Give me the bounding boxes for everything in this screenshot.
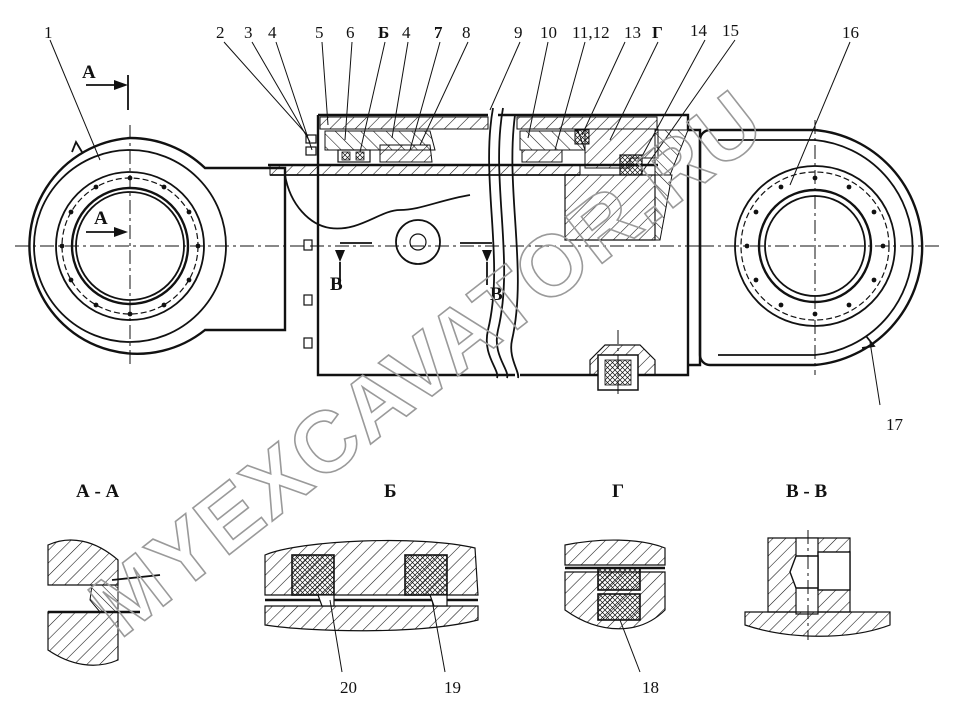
arrow-label-v-right: В xyxy=(490,284,503,305)
callout-17: 17 xyxy=(886,415,904,434)
section-vv: В - В xyxy=(744,481,891,640)
callout-9: 9 xyxy=(514,23,523,42)
callout-4a: 4 xyxy=(268,23,277,42)
section-g: Г 18 xyxy=(564,481,666,697)
left-eye xyxy=(15,125,310,365)
section-aa-title: А - А xyxy=(76,481,120,502)
arrow-label-a-mid: А xyxy=(94,208,108,229)
callout-4b: 4 xyxy=(402,23,411,42)
callout-5: 5 xyxy=(315,23,324,42)
callout-18: 18 xyxy=(642,678,659,697)
callout-15: 15 xyxy=(722,21,739,40)
callout-1: 1 xyxy=(44,23,53,42)
callout-10: 10 xyxy=(540,23,557,42)
callout-7: 7 xyxy=(434,23,443,42)
callout-labels: 1 2 3 4 5 6 Б 4 7 8 9 10 11,12 13 Г 14 1… xyxy=(44,21,904,434)
callout-14: 14 xyxy=(690,21,708,40)
arrow-label-v-left: В xyxy=(330,274,343,295)
callout-b: Б xyxy=(378,23,389,42)
right-eye xyxy=(688,120,940,375)
leader-lines xyxy=(49,39,881,406)
section-g-title: Г xyxy=(612,481,624,502)
callout-6: 6 xyxy=(346,23,355,42)
callout-11-12: 11,12 xyxy=(572,23,610,42)
section-b-title: Б xyxy=(384,481,397,502)
arrow-label-a-top: А xyxy=(82,62,96,83)
view-arrow-a xyxy=(86,75,129,237)
callout-3: 3 xyxy=(244,23,253,42)
callout-8: 8 xyxy=(462,23,471,42)
section-vv-title: В - В xyxy=(786,481,828,502)
right-eye-bolts xyxy=(744,175,886,317)
cylinder-body xyxy=(268,107,700,398)
callout-13: 13 xyxy=(624,23,641,42)
callout-2: 2 xyxy=(216,23,225,42)
callout-g: Г xyxy=(652,23,663,42)
section-aa: А - А xyxy=(47,481,161,666)
callout-16: 16 xyxy=(842,23,859,42)
callout-19: 19 xyxy=(444,678,461,697)
callout-20: 20 xyxy=(340,678,357,697)
section-b: Б 20 19 xyxy=(264,481,479,697)
